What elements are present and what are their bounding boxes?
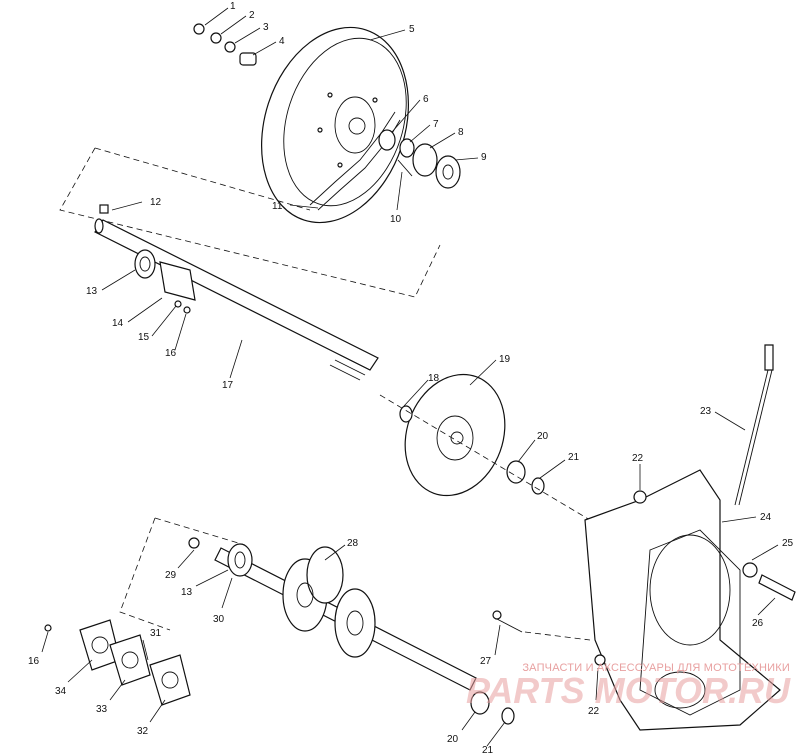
- callout-4: 4: [279, 36, 285, 47]
- callout-20-upper: 20: [537, 431, 549, 442]
- washer-20-upper: [506, 460, 526, 484]
- callout-29: 29: [165, 570, 177, 581]
- callout-14: 14: [112, 318, 124, 329]
- callout-15: 15: [138, 332, 150, 343]
- callout-13-upper: 13: [86, 286, 98, 297]
- callout-25: 25: [782, 538, 794, 549]
- callout-28: 28: [347, 538, 359, 549]
- callout-32: 32: [137, 726, 149, 737]
- callout-33: 33: [96, 704, 108, 715]
- flange-plates-32-34: [44, 619, 191, 706]
- dipstick-23: [734, 344, 774, 506]
- callout-19: 19: [499, 354, 511, 365]
- leader-lines: [41, 7, 779, 747]
- callout-16-upper: 16: [165, 348, 177, 359]
- bolt-27: [492, 610, 591, 641]
- callout-34: 34: [55, 686, 67, 697]
- callout-17: 17: [222, 380, 234, 391]
- callout-11: 11: [272, 201, 283, 212]
- callout-26: 26: [752, 618, 764, 629]
- callout-2: 2: [249, 10, 255, 21]
- chaincase: [584, 469, 781, 731]
- callout-22-lower: 22: [588, 706, 600, 717]
- drive-shaft-28: [214, 546, 477, 691]
- flange-14: [159, 261, 196, 314]
- disc-19: [404, 373, 506, 497]
- callout-6: 6: [423, 94, 429, 105]
- callout-9: 9: [481, 152, 487, 163]
- jackshaft-17: [94, 204, 379, 381]
- o-ring-21-upper: [531, 477, 545, 495]
- snap-ring-18: [399, 405, 413, 423]
- bearing-13-upper: [134, 249, 156, 279]
- callout-5: 5: [409, 24, 415, 35]
- callout-8: 8: [458, 127, 464, 138]
- bearing-13-lower: [227, 543, 253, 577]
- callout-7: 7: [433, 119, 439, 130]
- callout-20-lower: 20: [447, 734, 459, 745]
- watermark-tagline: ЗАПЧАСТИ И АКСЕССУАРЫ ДЛЯ МОТОТЕХНИКИ: [522, 662, 790, 674]
- callout-12: 12: [150, 197, 162, 208]
- callout-30: 30: [213, 614, 225, 625]
- callout-21-upper: 21: [568, 452, 580, 463]
- small-fasteners-1-4: [193, 23, 257, 66]
- o-ring-21-lower: [501, 707, 515, 725]
- callout-24: 24: [760, 512, 772, 523]
- callout-23: 23: [700, 406, 712, 417]
- callout-1: 1: [230, 1, 236, 12]
- callout-31: 31: [150, 628, 162, 639]
- callout-13-lower: 13: [181, 587, 193, 598]
- washers-6-9: [378, 129, 461, 189]
- callout-27: 27: [480, 656, 492, 667]
- callout-22-upper: 22: [632, 453, 644, 464]
- brake-disc-5: [261, 26, 409, 224]
- watermark: ЗАПЧАСТИ И АКСЕССУАРЫ ДЛЯ МОТОТЕХНИКИ PA…: [466, 662, 790, 712]
- callout-16-lower: 16: [28, 656, 40, 667]
- callout-21-lower: 21: [482, 745, 494, 753]
- callout-18: 18: [428, 373, 440, 384]
- callout-10: 10: [390, 214, 402, 225]
- washer-20-lower: [470, 691, 490, 715]
- callout-3: 3: [263, 22, 269, 33]
- watermark-logo: PARTS MOTOR.RU: [465, 670, 790, 711]
- fitting-29: [188, 537, 200, 549]
- adjuster-bolt-26: [742, 562, 796, 601]
